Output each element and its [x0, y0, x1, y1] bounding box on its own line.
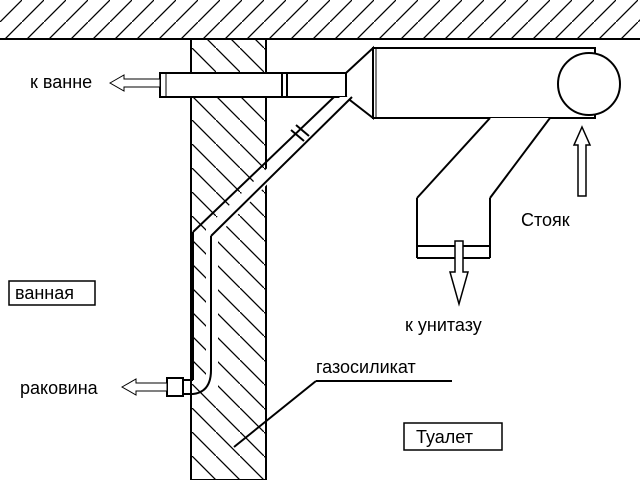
- riser-pipe: [557, 52, 621, 116]
- to-bath-arrow: [108, 74, 161, 92]
- gas-silicate-label: газосиликат: [316, 357, 416, 377]
- to-bath-label: к ванне: [30, 72, 92, 92]
- ceiling-slab: [0, 0, 640, 40]
- sink-branch-pipe: [166, 96, 353, 397]
- riser-arrow: [572, 125, 592, 197]
- sink-label: раковина: [20, 378, 99, 398]
- toilet-branch: [416, 117, 551, 259]
- gas-silicate-leader: [233, 380, 317, 448]
- toilet-room-label-frame: [403, 422, 503, 451]
- sink-arrow: [120, 378, 168, 396]
- toilet-arrow: [449, 240, 469, 307]
- toilet-room-label: Туалет: [416, 427, 473, 447]
- bathroom-label-frame: [8, 280, 96, 306]
- to-toilet-label: к унитазу: [405, 315, 482, 335]
- bath-pipe: [159, 72, 347, 98]
- bathroom-label: ванная: [15, 283, 74, 303]
- gas-silicate-wall: [190, 38, 267, 480]
- main-pipe: [372, 47, 596, 119]
- riser-label: Стояк: [521, 210, 570, 230]
